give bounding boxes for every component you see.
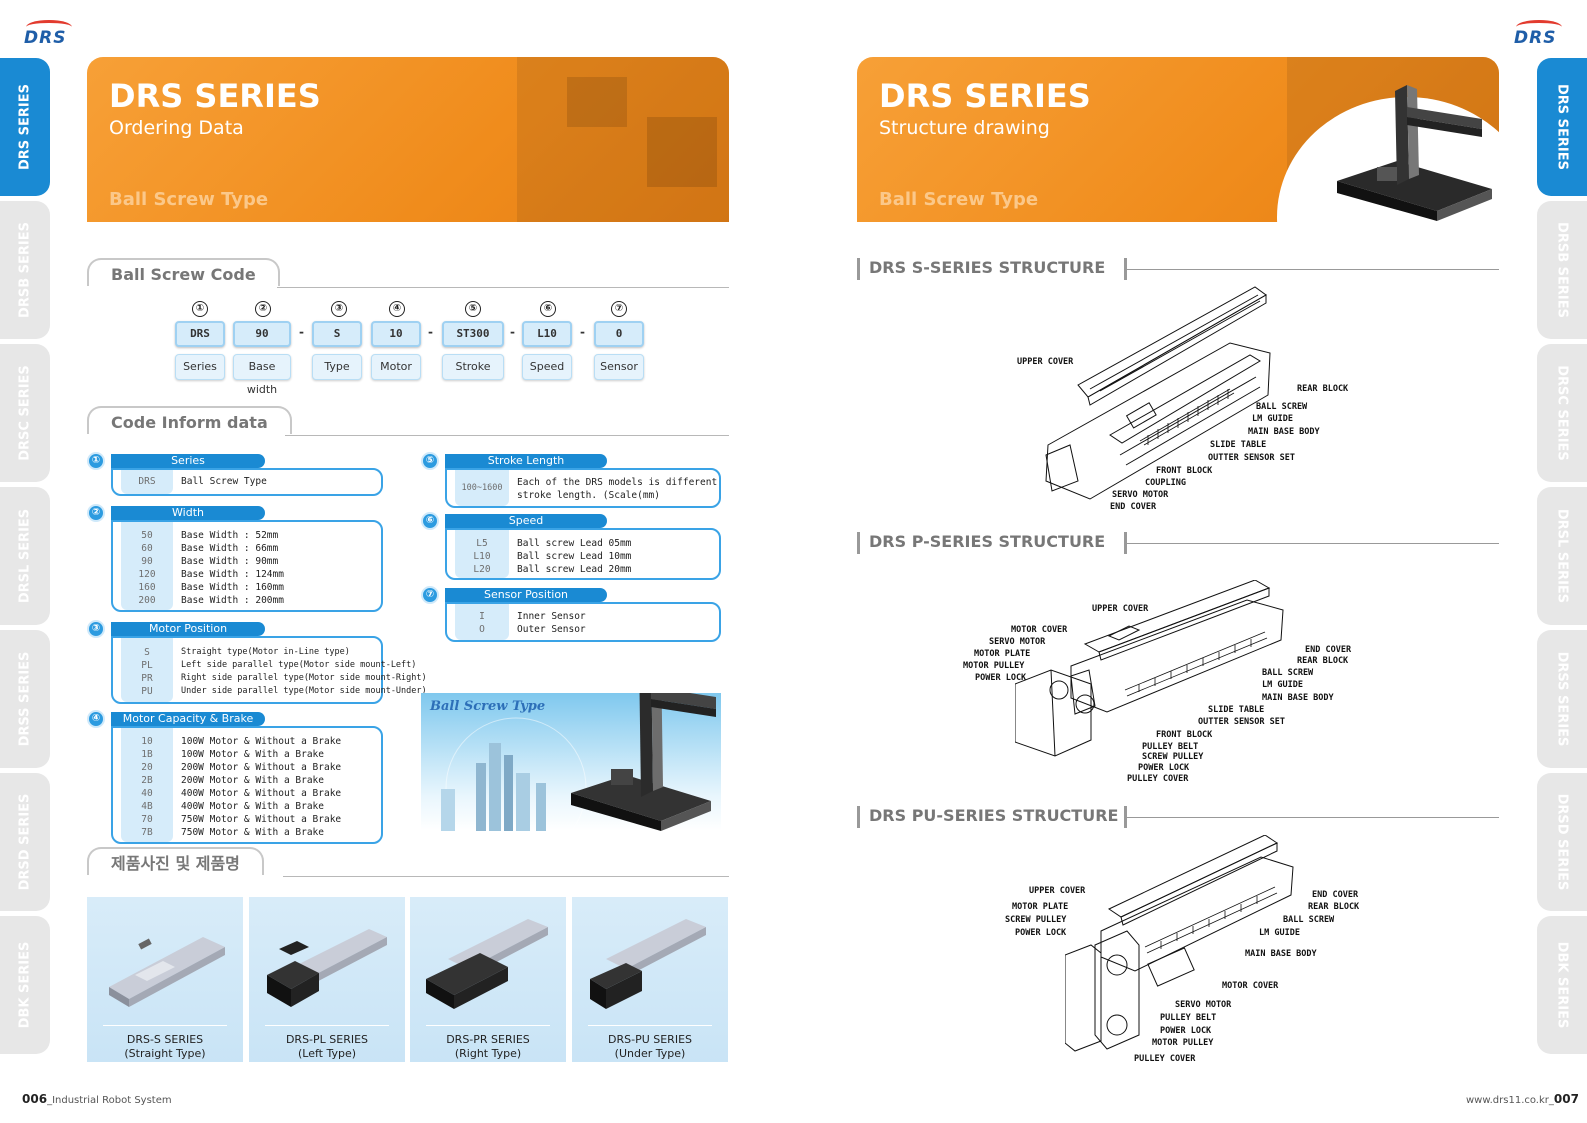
pu-series-exploded-diagram xyxy=(1065,835,1294,1052)
code-sensor: 0 xyxy=(594,321,644,347)
code-series: DRS xyxy=(175,321,225,347)
tab-drsc-series[interactable]: DRSC SERIES xyxy=(0,344,50,482)
tab-drss-series[interactable]: DRSS SERIES xyxy=(1537,630,1587,768)
drs-pu-actuator-image xyxy=(590,919,706,1009)
tab-dbk-series[interactable]: DBK SERIES xyxy=(1537,916,1587,1054)
tab-drsd-series[interactable]: DRSD SERIES xyxy=(1537,773,1587,911)
banner-subtitle: Structure drawing xyxy=(879,117,1050,139)
code-width: 90 xyxy=(233,321,291,347)
tab-drsb-series[interactable]: DRSB SERIES xyxy=(1537,201,1587,339)
city-background xyxy=(441,717,587,831)
tab-drsl-series[interactable]: DRSL SERIES xyxy=(1537,487,1587,625)
code-speed: L10 xyxy=(522,321,572,347)
banner-subtitle: Ordering Data xyxy=(109,117,244,139)
ball-screw-code-heading: Ball Screw Code xyxy=(87,258,729,288)
tab-drs-series[interactable]: DRS SERIES xyxy=(0,58,50,196)
tab-drsc-series[interactable]: DRSC SERIES xyxy=(1537,344,1587,482)
banner-title: DRS SERIES xyxy=(879,77,1091,115)
ball-screw-type-photo: Ball Screw Type xyxy=(421,693,721,831)
ordering-data-banner: DRS SERIES Ordering Data Ball Screw Type xyxy=(87,57,729,222)
banner-type: Ball Screw Type xyxy=(109,189,269,210)
s-series-structure-heading: DRS S-SERIES STRUCTURE xyxy=(857,256,1499,282)
banner-title: DRS SERIES xyxy=(109,77,321,115)
banner-type: Ball Screw Type xyxy=(879,189,1039,210)
code-type: S xyxy=(312,321,362,347)
product-card-drs-pu[interactable]: DRS-PU SERIES(Under Type) xyxy=(572,897,728,1062)
tab-drsd-series[interactable]: DRSD SERIES xyxy=(0,773,50,911)
p-series-structure-heading: DRS P-SERIES STRUCTURE xyxy=(857,530,1499,556)
code-stroke: ST300 xyxy=(442,321,504,347)
code-motor: 10 xyxy=(371,321,421,347)
drs-pl-actuator-image xyxy=(267,929,387,1007)
structure-drawing-banner: DRS SERIES Structure drawing Ball Screw … xyxy=(857,57,1499,222)
robot-xy-image xyxy=(571,693,716,831)
tab-drs-series[interactable]: DRS SERIES xyxy=(1537,58,1587,196)
product-name: DRS-PR SERIES(Right Type) xyxy=(446,1033,530,1060)
tab-drsb-series[interactable]: DRSB SERIES xyxy=(0,201,50,339)
robot-xy-image xyxy=(1337,85,1492,221)
tab-drss-series[interactable]: DRSS SERIES xyxy=(0,630,50,768)
pu-series-structure-heading: DRS PU-SERIES STRUCTURE xyxy=(857,804,1499,830)
p-series-exploded-diagram xyxy=(1015,580,1284,757)
tab-drsl-series[interactable]: DRSL SERIES xyxy=(0,487,50,625)
footer-right: www.drs11.co.kr_007 xyxy=(1466,1092,1579,1106)
info-stroke-length: ⑤ Stroke Length 100~1600 Each of the DRS… xyxy=(421,452,731,508)
drs-logo-left: DRS xyxy=(22,18,78,48)
product-card-drs-pr[interactable]: DRS-PR SERIES(Right Type) xyxy=(410,897,566,1062)
product-name: DRS-PL SERIES(Left Type) xyxy=(285,1033,369,1060)
product-name: DRS-S SERIES(Straight Type) xyxy=(124,1033,206,1060)
product-card-drs-s[interactable]: DRS-S SERIES(Straight Type) xyxy=(87,897,243,1062)
footer-left: 006_Industrial Robot System xyxy=(22,1092,172,1106)
product-photos-heading: 제품사진 및 제품명 xyxy=(87,847,729,877)
product-name: DRS-PU SERIES(Under Type) xyxy=(608,1033,692,1060)
product-card-drs-pl[interactable]: DRS-PL SERIES(Left Type) xyxy=(249,897,405,1062)
s-series-exploded-diagram xyxy=(1045,286,1271,500)
drs-pr-actuator-image xyxy=(426,919,548,1009)
code-inform-heading: Code Inform data xyxy=(87,406,729,436)
drs-logo-right: DRS xyxy=(1512,18,1568,48)
tab-dbk-series[interactable]: DBK SERIES xyxy=(0,916,50,1054)
drs-s-actuator-image xyxy=(109,937,225,1007)
